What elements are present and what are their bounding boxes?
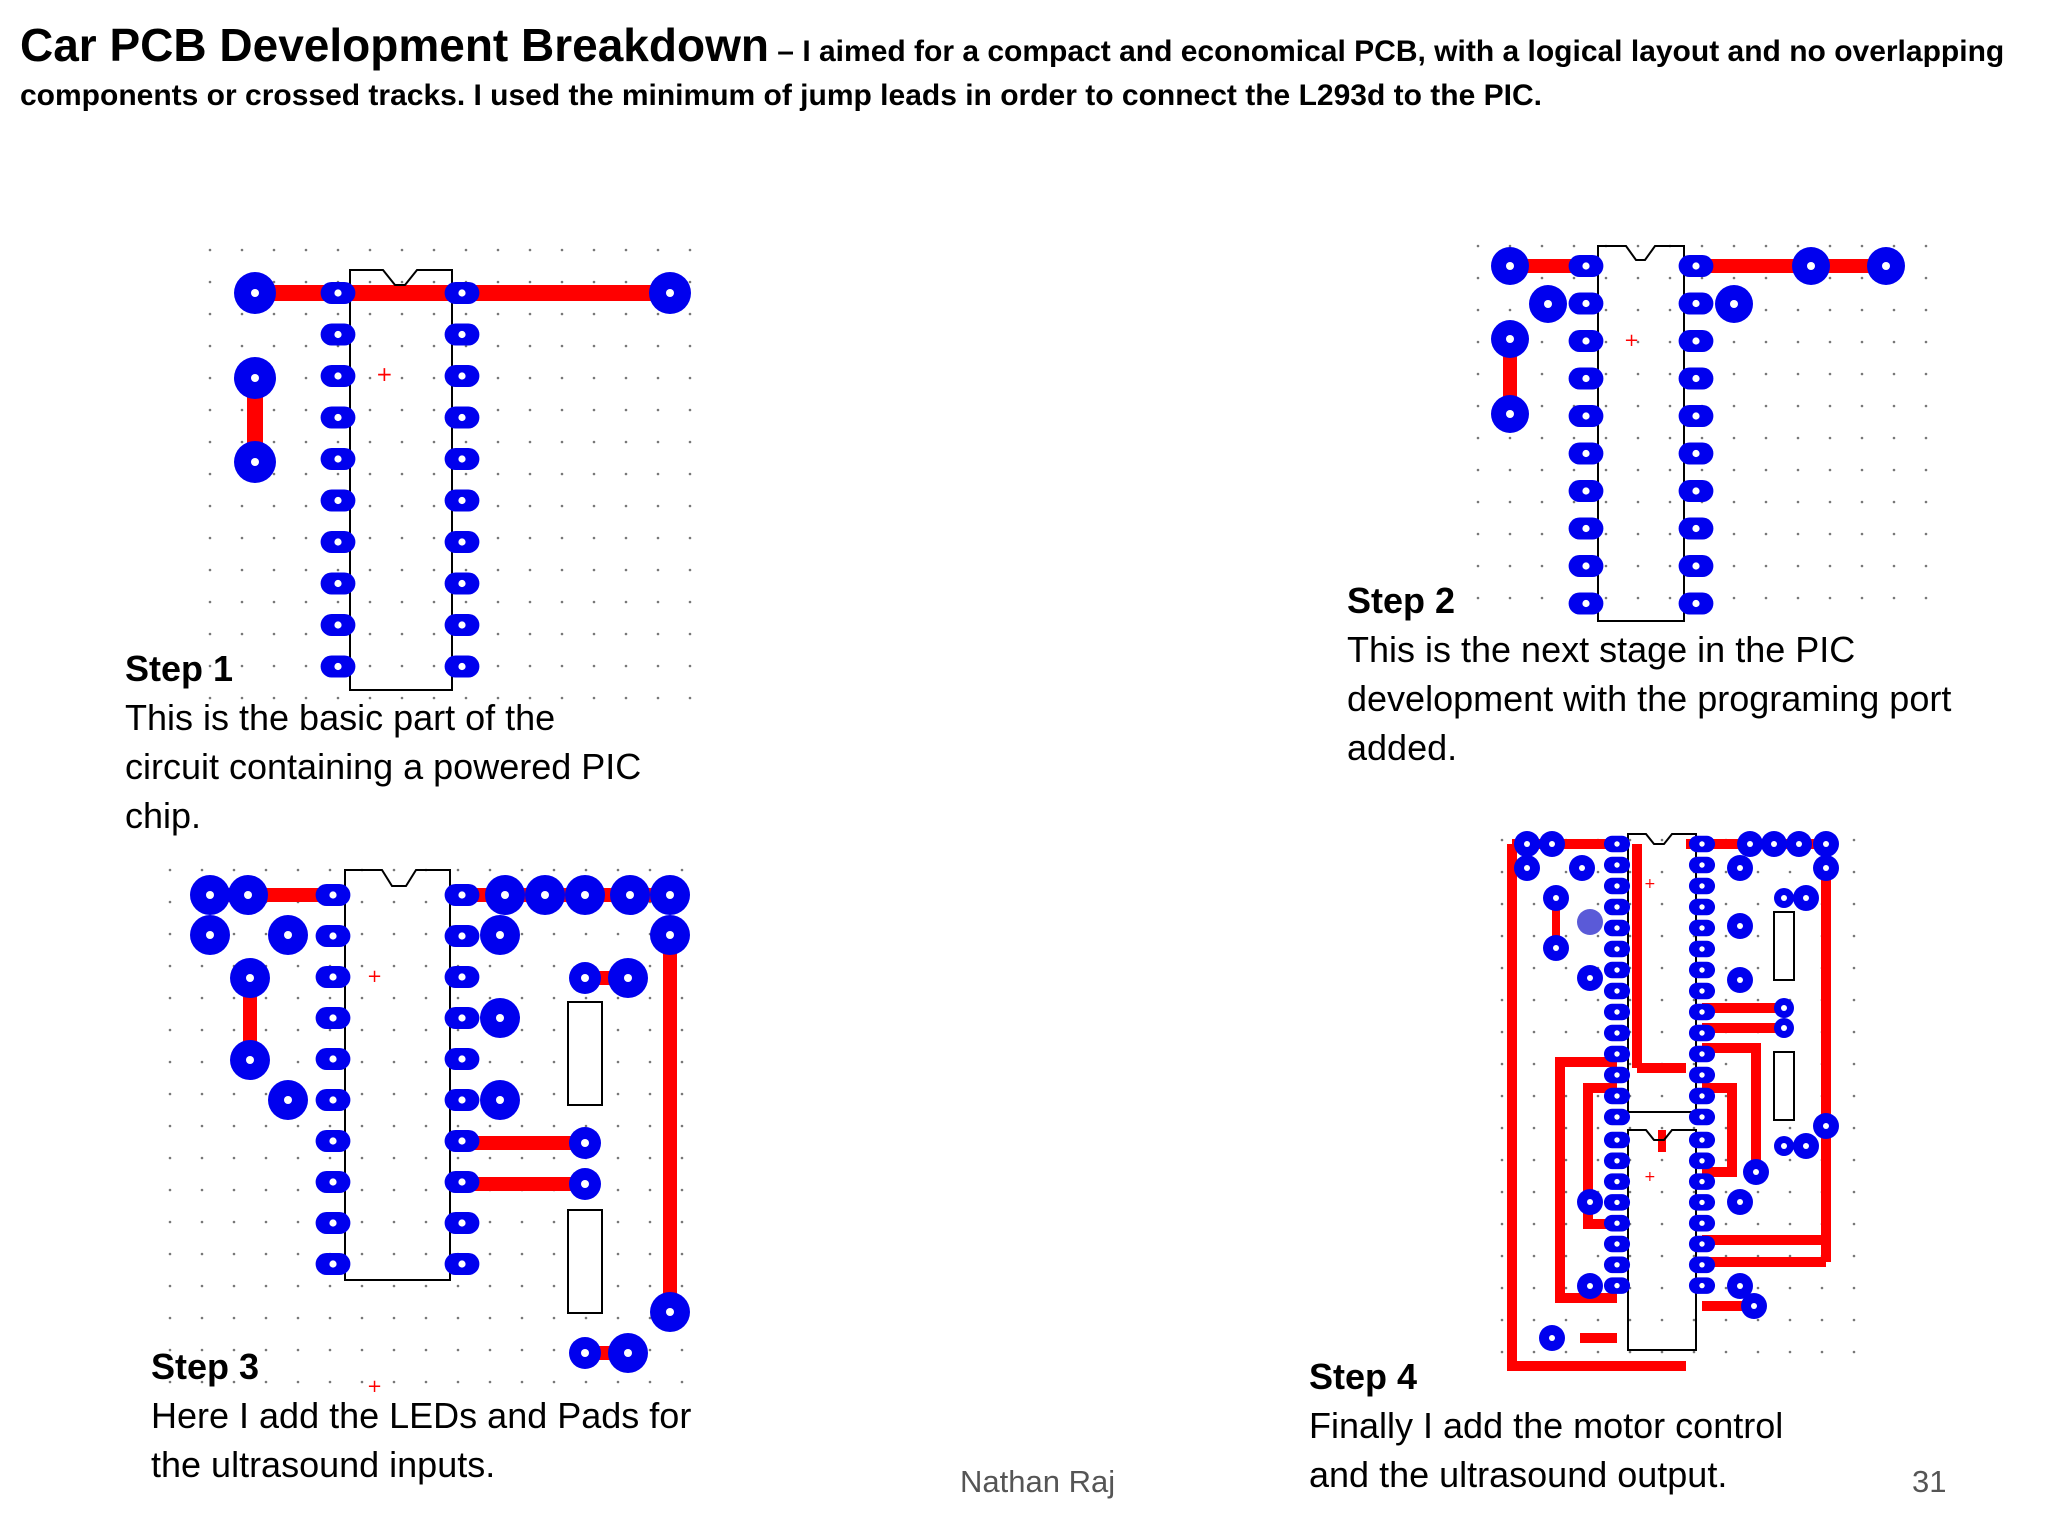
step-4-label: Step 4 xyxy=(1309,1356,1418,1397)
grid-dots xyxy=(168,868,684,1384)
svg-text:+: + xyxy=(376,362,393,386)
step-1-label: Step 1 xyxy=(125,648,234,689)
step-4-caption: Step 4 Finally I add the motor control a… xyxy=(1309,1352,1829,1499)
grid-dots xyxy=(208,248,692,700)
pcb-step-2: + xyxy=(1476,244,1928,622)
pcb-step-3: + + xyxy=(168,868,690,1397)
title-description: – I aimed for a compact and economical P… xyxy=(20,35,2005,112)
title-main: Car PCB Development Breakdown xyxy=(20,19,769,71)
step-2-label: Step 2 xyxy=(1347,580,1456,621)
led-outline xyxy=(567,1001,603,1106)
step-4-text: Finally I add the motor control and the … xyxy=(1309,1405,1784,1495)
resistor-outline xyxy=(1773,1051,1795,1121)
page-number: 31 xyxy=(1912,1464,1947,1499)
pcb-step-4: + + xyxy=(1500,831,1856,1371)
step-1-text: This is the basic part of the circuit co… xyxy=(125,697,642,836)
svg-text:+: + xyxy=(1644,876,1656,892)
step-3-label: Step 3 xyxy=(151,1346,260,1387)
step-3-caption: Step 3 Here I add the LEDs and Pads for … xyxy=(151,1342,711,1489)
resistor-outline xyxy=(1773,911,1795,981)
pcb-step-1: + xyxy=(208,248,692,700)
step-1-caption: Step 1 This is the basic part of the cir… xyxy=(125,644,645,840)
svg-text:+: + xyxy=(367,966,382,987)
step-3-text: Here I add the LEDs and Pads for the ult… xyxy=(151,1395,692,1485)
step-2-text: This is the next stage in the PIC develo… xyxy=(1347,629,1952,768)
slide-title: Car PCB Development Breakdown – I aimed … xyxy=(20,16,2020,115)
step-2-caption: Step 2 This is the next stage in the PIC… xyxy=(1347,576,1967,772)
svg-text:+: + xyxy=(1644,1169,1656,1185)
svg-text:+: + xyxy=(1624,330,1639,351)
led-outline xyxy=(567,1209,603,1314)
footer-author: Nathan Raj xyxy=(960,1464,1116,1499)
svg-text:+: + xyxy=(367,1376,382,1397)
jump-lead-pad xyxy=(1577,909,1603,935)
